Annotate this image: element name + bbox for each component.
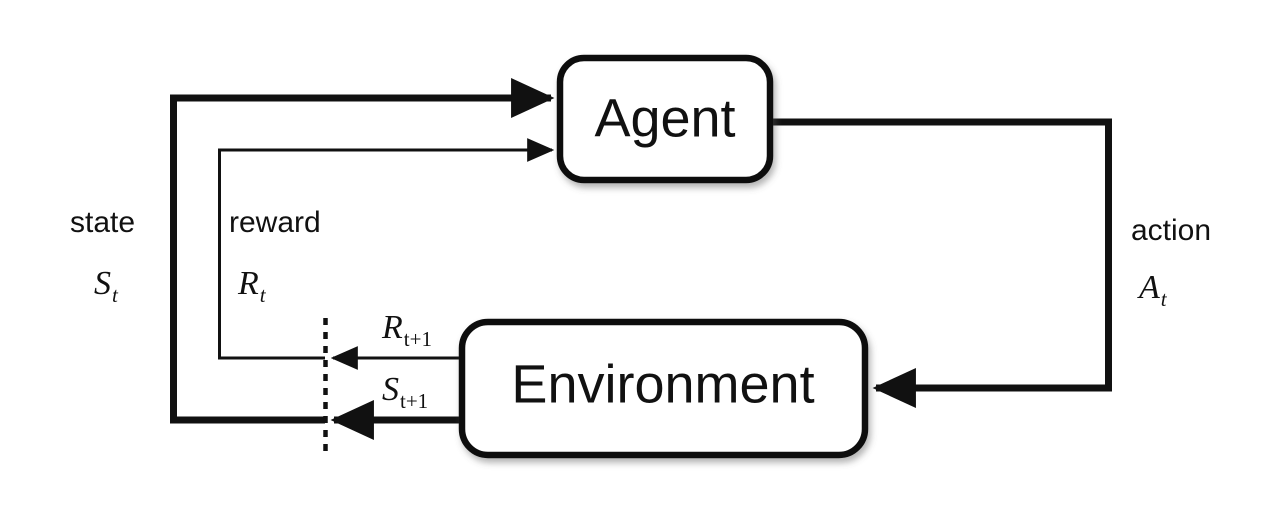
next-reward-symbol-subscript: t+1 xyxy=(404,327,432,351)
node-environment[interactable]: Environment xyxy=(458,318,869,459)
next-reward-symbol-label: Rt+1 xyxy=(381,309,432,351)
next-state-symbol-base: S xyxy=(382,371,399,408)
environment-label: Environment xyxy=(511,354,814,414)
action-symbol-subscript: t xyxy=(1161,287,1168,311)
agent-box[interactable] xyxy=(556,54,774,184)
edge-label-next-reward: Rt+1 xyxy=(381,309,432,351)
reward-symbol-subscript: t xyxy=(260,283,267,307)
action-symbol-label: At xyxy=(1137,269,1168,311)
edge-action-path xyxy=(770,118,1112,408)
action-symbol-base: A xyxy=(1137,269,1160,306)
edge-label-state: state St xyxy=(70,206,135,307)
state-symbol-label: St xyxy=(94,265,119,307)
state-word-label: state xyxy=(70,206,135,239)
state-symbol-base: S xyxy=(94,265,111,302)
edge-state-feedback-path xyxy=(170,78,555,424)
reward-word-label: reward xyxy=(229,206,321,239)
next-reward-symbol-base: R xyxy=(381,309,403,346)
agent-label: Agent xyxy=(594,88,735,148)
next-state-symbol-subscript: t+1 xyxy=(400,389,428,413)
reward-symbol-label: Rt xyxy=(237,265,267,307)
next-state-symbol-label: St+1 xyxy=(382,371,428,413)
node-agent[interactable]: Agent xyxy=(556,54,774,184)
reward-symbol-base: R xyxy=(237,265,259,302)
edge-label-reward: reward Rt xyxy=(229,206,321,307)
edge-label-next-state: St+1 xyxy=(382,371,428,413)
edge-label-action: action At xyxy=(1131,214,1211,311)
environment-box[interactable] xyxy=(458,318,869,459)
action-word-label: action xyxy=(1131,214,1211,247)
edge-group xyxy=(170,78,1112,456)
edge-reward-feedback-path xyxy=(218,138,555,360)
state-symbol-subscript: t xyxy=(112,283,119,307)
